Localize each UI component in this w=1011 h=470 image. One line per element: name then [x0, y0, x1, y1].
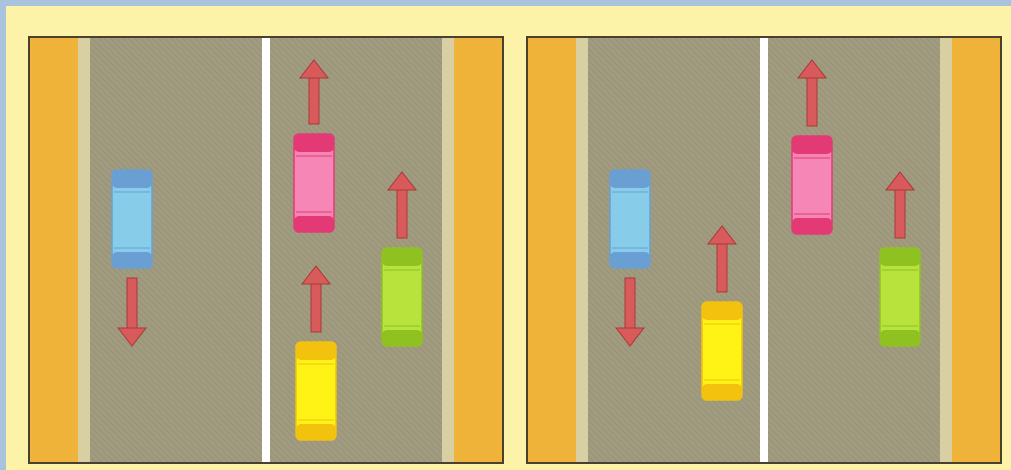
arrow-shaft: [895, 190, 905, 238]
car-yellow: [296, 342, 336, 440]
car-rear: [792, 218, 832, 234]
shoulder-right: [454, 38, 502, 462]
shoulder-left: [528, 38, 576, 462]
road-panel-right: [526, 36, 1002, 464]
car-green: [880, 248, 920, 346]
road-panel-left: [28, 36, 504, 464]
car-front: [382, 248, 422, 266]
arrow-shaft: [311, 284, 321, 332]
arrow-shaft: [309, 78, 319, 124]
car-front: [792, 136, 832, 154]
arrow-shaft: [397, 190, 407, 238]
car-pink: [792, 136, 832, 234]
arrow-shaft: [625, 278, 635, 328]
arrow-shaft: [717, 244, 727, 292]
car-front: [112, 170, 152, 188]
car-rear: [702, 384, 742, 400]
road-scene-left: [30, 38, 502, 462]
car-rear: [296, 424, 336, 440]
car-front: [702, 302, 742, 320]
car-rear: [610, 252, 650, 268]
arrow-shaft: [807, 78, 817, 126]
car-front: [296, 342, 336, 360]
edge-line-right: [940, 38, 952, 462]
car-front: [880, 248, 920, 266]
center-line: [760, 38, 768, 462]
car-front: [610, 170, 650, 188]
arrow-shaft: [127, 278, 137, 328]
edge-line-left: [576, 38, 588, 462]
shoulder-right: [952, 38, 1000, 462]
car-rear: [880, 330, 920, 346]
car-rear: [382, 330, 422, 346]
car-rear: [112, 252, 152, 268]
car-rear: [294, 216, 334, 232]
edge-line-right: [442, 38, 454, 462]
car-blue: [112, 170, 152, 268]
car-front: [294, 134, 334, 152]
car-green: [382, 248, 422, 346]
car-pink: [294, 134, 334, 232]
edge-line-left: [78, 38, 90, 462]
road-scene-right: [528, 38, 1000, 462]
center-line: [262, 38, 270, 462]
shoulder-left: [30, 38, 78, 462]
car-yellow: [702, 302, 742, 400]
car-blue: [610, 170, 650, 268]
